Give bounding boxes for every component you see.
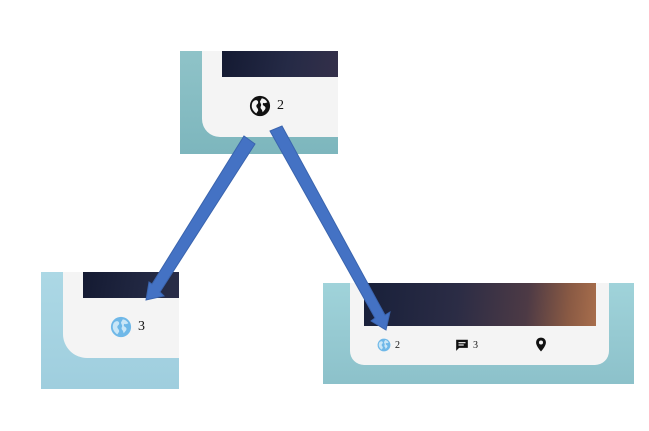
snippet-hover: 3	[41, 272, 179, 389]
post-card: 3	[63, 272, 179, 358]
location-pin-icon[interactable]	[535, 337, 547, 352]
comment-count-group[interactable]: 3	[455, 338, 478, 352]
post-card: 2 3	[350, 283, 609, 365]
globe-icon[interactable]	[377, 338, 391, 352]
globe-count: 2	[277, 98, 284, 113]
globe-count-group[interactable]: 3	[110, 316, 145, 338]
globe-icon[interactable]	[110, 316, 132, 338]
post-card: 2	[202, 51, 338, 137]
globe-count-group[interactable]: 2	[377, 338, 400, 352]
post-image	[364, 283, 596, 326]
globe-count-group[interactable]: 2	[249, 95, 284, 117]
post-image	[83, 272, 179, 298]
snippet-original: 2	[180, 51, 338, 154]
globe-count: 3	[138, 319, 145, 334]
location-group[interactable]	[535, 337, 547, 352]
globe-count: 2	[395, 339, 400, 351]
globe-icon[interactable]	[249, 95, 271, 117]
comment-icon[interactable]	[455, 338, 469, 352]
comment-count: 3	[473, 339, 478, 351]
post-image	[222, 51, 338, 77]
snippet-full-card: 2 3	[323, 283, 634, 384]
